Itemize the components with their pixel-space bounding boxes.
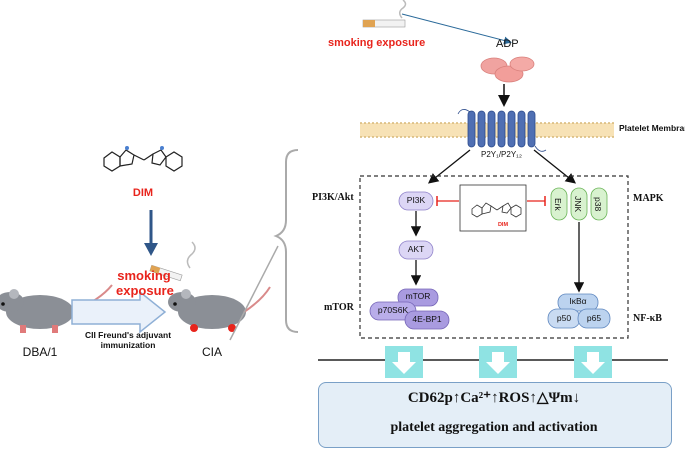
mtor-label: mTOR	[405, 291, 431, 301]
akt-node	[398, 240, 434, 260]
ikba-label: IκBα	[569, 296, 587, 306]
cigarette-icon-left	[149, 241, 196, 282]
receptor-label: P2Y₁/P2Y₁₂	[481, 150, 522, 159]
adp-label: ADP	[496, 38, 519, 50]
pi3k-akt-pathway-label: PI3K/Akt	[312, 192, 354, 203]
4ebp1-node	[404, 310, 450, 330]
p2y-receptor-icon	[457, 109, 547, 152]
mtor-pathway-label: mTOR	[324, 302, 354, 313]
p65-node	[577, 308, 611, 329]
dim-molecule-icon	[103, 146, 183, 172]
smoking-exposure-left: smoking exposure	[116, 268, 174, 298]
receptor-to-mapk-arrow	[533, 149, 577, 184]
zoom-line	[229, 245, 279, 341]
ikba-node	[557, 293, 599, 312]
induction-arrow	[71, 290, 167, 334]
outcome-activation: platelet aggregation and activation	[390, 420, 598, 435]
down-arrow-3	[574, 346, 612, 378]
jnk-node	[570, 187, 588, 221]
dim-to-cia-arrowhead	[144, 243, 158, 256]
mouse-cia-icon	[168, 286, 271, 332]
erk-label: Erk	[553, 198, 563, 211]
pi3k-label: PI3K	[406, 195, 426, 205]
pi3k-node	[398, 191, 434, 211]
p70s6k-label: p70S6K	[377, 305, 409, 315]
receptor-to-pi3k-arrow	[427, 149, 471, 184]
mapk-pathway-label: MAPK	[633, 193, 664, 204]
dim-inset-molecule-icon	[471, 202, 522, 218]
dim-inset-label: DIM	[498, 222, 509, 228]
p50-label: p50	[556, 313, 572, 323]
dim-inset-box	[459, 184, 527, 232]
akt-label: AKT	[407, 244, 425, 254]
zoom-bracket	[273, 149, 299, 333]
down-arrow-2	[479, 346, 517, 378]
p38-node	[590, 187, 608, 221]
outcome-markers: CD62p↑Ca²⁺↑ROS↑△Ψm↓	[407, 390, 581, 406]
4ebp1-label: 4E-BP1	[412, 314, 442, 324]
erk-node	[550, 187, 568, 221]
platelet-membrane	[360, 122, 614, 138]
jnk-label: JNK	[573, 196, 583, 213]
platelet-icon	[480, 56, 535, 83]
immunization-label: CII Freund's adjuvant immunization	[84, 330, 172, 350]
p38-label: p38	[593, 197, 603, 212]
smoking-to-adp-arrow	[401, 13, 512, 45]
cigarette-icon-top	[362, 0, 407, 28]
mouse-dba1-label: DBA/1	[23, 345, 58, 359]
outcome-box	[318, 382, 672, 448]
down-arrow-1	[385, 346, 423, 378]
p65-label: p65	[586, 313, 602, 323]
mouse-cia-label: CIA	[202, 345, 222, 359]
pathway-box	[359, 175, 629, 339]
membrane-label: Platelet Membrane	[619, 123, 685, 133]
dim-label: DIM	[133, 187, 153, 199]
smoking-exposure-top: smoking exposure	[328, 37, 426, 49]
nfkb-pathway-label: NF-κB	[633, 313, 662, 324]
